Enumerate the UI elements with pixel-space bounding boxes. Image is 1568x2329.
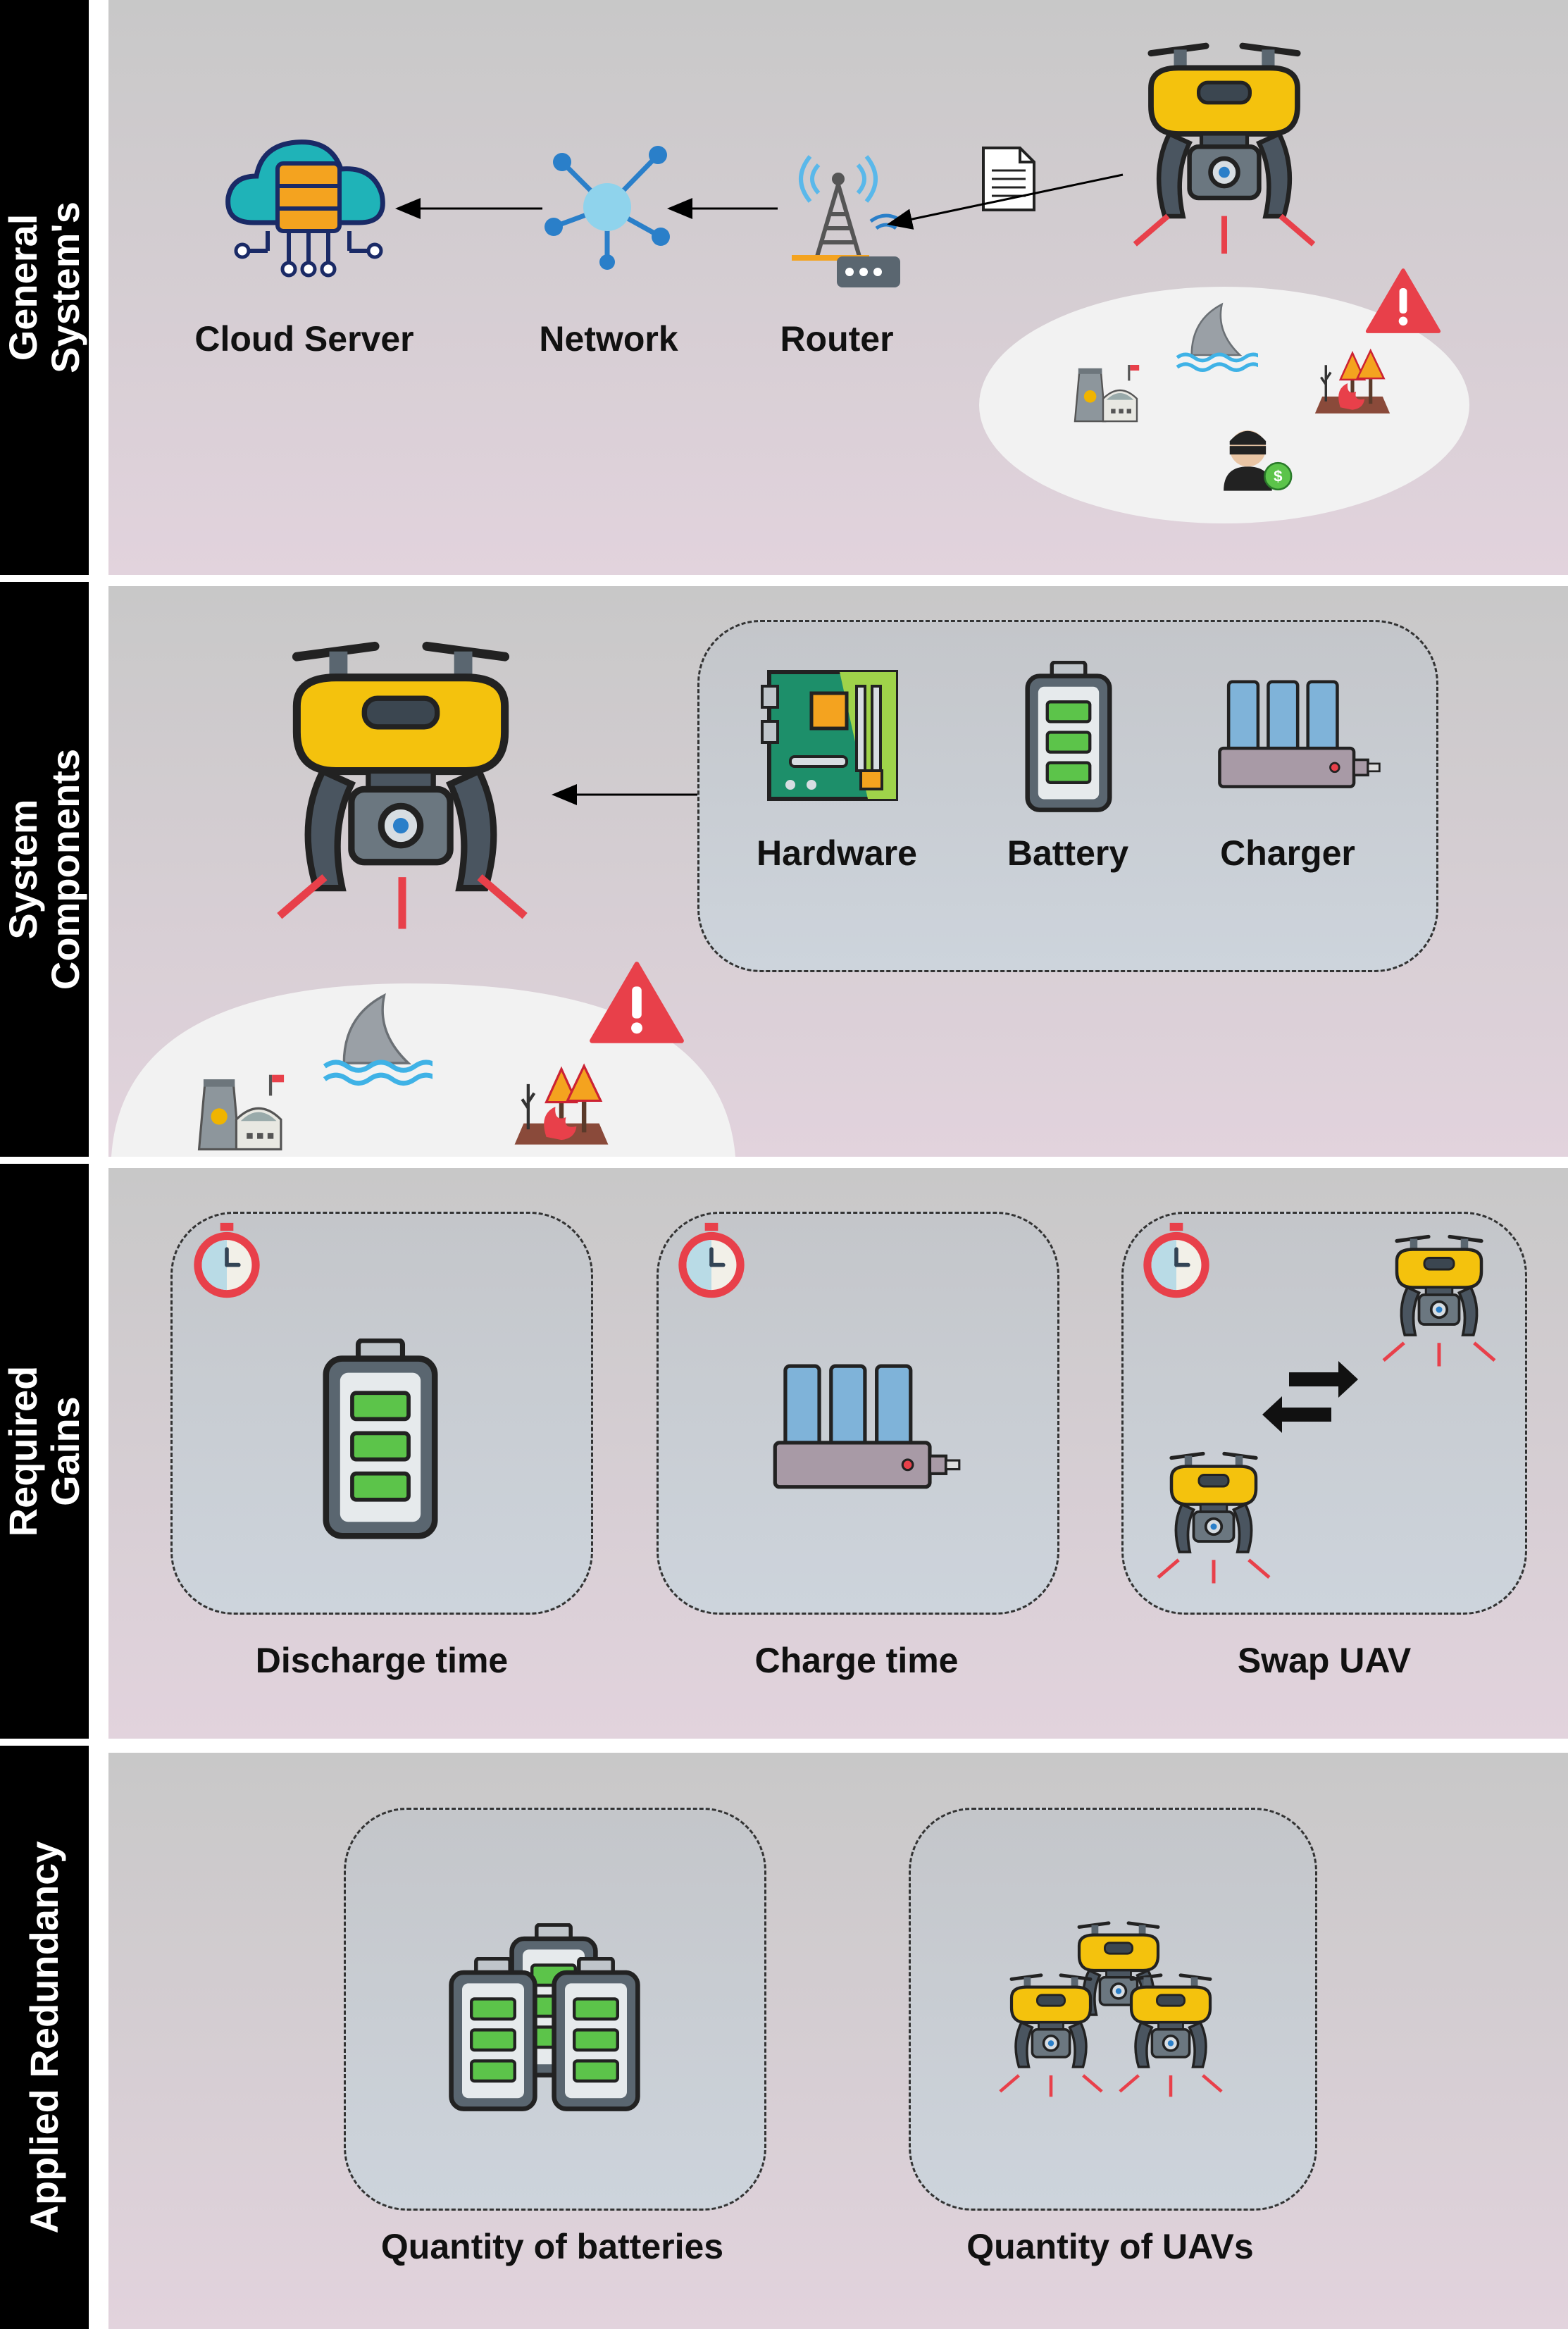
router-label: Router	[780, 319, 894, 359]
drone-icon	[1121, 1973, 1220, 2082]
section-label-redundancy: Applied Redundancy	[0, 1746, 89, 2329]
shark-icon	[1174, 302, 1258, 375]
drone-rays	[1117, 2073, 1224, 2105]
alert-icon	[1365, 268, 1441, 334]
drone-rays	[1155, 1557, 1272, 1592]
drone-rays	[1126, 211, 1323, 268]
panel-system-components: Hardware Battery Charger	[108, 586, 1568, 1157]
drone-icon	[1386, 1234, 1492, 1351]
nuclear-plant-icon	[1069, 348, 1148, 427]
stopwatch-icon	[672, 1222, 751, 1300]
router-icon	[792, 155, 903, 287]
quantity-uavs-label: Quantity of UAVs	[966, 2227, 1254, 2266]
discharge-time-label: Discharge time	[255, 1641, 509, 1680]
forest-fire-icon	[509, 1054, 614, 1157]
charge-time-label: Charge time	[754, 1641, 959, 1680]
charger-icon	[1216, 678, 1382, 793]
charger-icon	[771, 1361, 962, 1495]
threat-area	[979, 287, 1469, 523]
swap-arrows-icon	[1262, 1361, 1358, 1433]
drone-icon	[1161, 1451, 1267, 1568]
network-icon	[545, 146, 670, 270]
panel-general-system: Cloud Server Network Router	[108, 0, 1568, 575]
cloud-server-label: Cloud Server	[194, 319, 414, 359]
charger-label: Charger	[1220, 833, 1355, 873]
hardware-label: Hardware	[757, 833, 917, 873]
battery-icon	[320, 1339, 441, 1540]
drone-rays	[997, 2073, 1105, 2105]
components-arrow	[552, 784, 697, 805]
stopwatch-icon	[187, 1222, 266, 1300]
forest-fire-icon	[1310, 341, 1395, 426]
swap-uav-label: Swap UAV	[1237, 1641, 1412, 1680]
drone-icon	[1002, 1973, 1100, 2082]
battery-icon	[549, 1957, 642, 2112]
network-label: Network	[539, 319, 678, 359]
battery-icon	[1023, 661, 1114, 813]
uavs-box	[909, 1808, 1317, 2211]
thief-icon	[1212, 409, 1296, 493]
panel-applied-redundancy: Quantity of batteries Quantity of UAVs	[108, 1753, 1568, 2329]
drone-rays	[1381, 1340, 1498, 1375]
section-title: Applied Redundancy	[22, 1841, 66, 2234]
alert-icon	[589, 961, 685, 1044]
battery-label: Battery	[1007, 833, 1129, 873]
stopwatch-icon	[1137, 1222, 1216, 1300]
quantity-batteries-label: Quantity of batteries	[380, 2227, 724, 2266]
flow-arrows	[395, 173, 1124, 230]
shark-icon	[320, 992, 433, 1089]
panel-required-gains: Discharge time Charge time Swap UAV	[108, 1168, 1568, 1739]
battery-icon	[447, 1957, 540, 2112]
cloud-server-icon	[225, 139, 385, 278]
hardware-icon	[761, 670, 898, 801]
nuclear-plant-icon	[192, 1052, 296, 1157]
